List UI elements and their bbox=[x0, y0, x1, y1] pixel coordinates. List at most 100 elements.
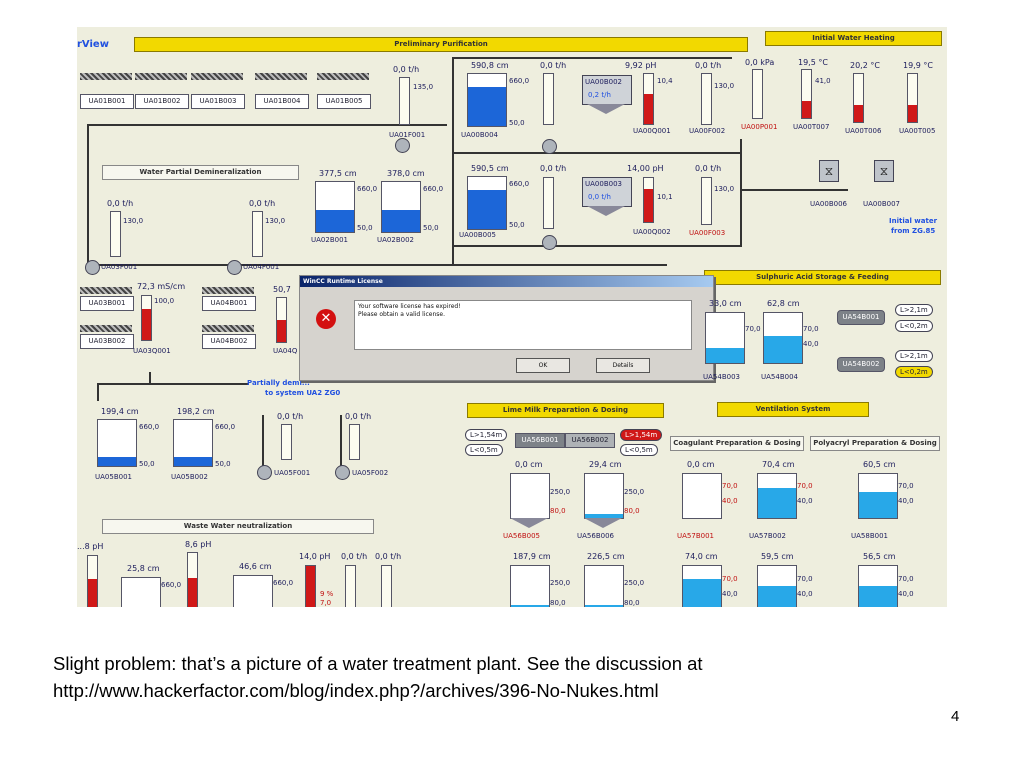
tank-ua54b004[interactable] bbox=[763, 312, 803, 364]
poly-row2-tank1[interactable] bbox=[858, 565, 898, 607]
pump-ua01f001[interactable] bbox=[395, 138, 410, 153]
tank-ua58b001[interactable] bbox=[858, 473, 898, 519]
lower-flow2-tag: UA05F002 bbox=[352, 469, 389, 477]
heat-exchanger-icon[interactable]: ⧖ bbox=[819, 160, 839, 182]
lower-flow1-value: 0,0 t/h bbox=[277, 412, 304, 421]
pipe bbox=[452, 152, 742, 154]
pump-b[interactable] bbox=[542, 235, 557, 250]
lower-tank2-hi: 660,0 bbox=[215, 423, 236, 431]
waste-tank2-value: 46,6 cm bbox=[239, 562, 272, 571]
pipe bbox=[740, 139, 742, 247]
unit-hatch bbox=[202, 325, 254, 332]
ph1-limit: 10,4 bbox=[657, 77, 673, 85]
coag-row2-tank1[interactable] bbox=[682, 565, 722, 607]
unit-ua01b002[interactable]: UA01B002 bbox=[135, 94, 189, 109]
coag-row2-tank2-hi: 70,0 bbox=[797, 575, 813, 583]
pump-a[interactable] bbox=[542, 139, 557, 154]
demin-flow1-gauge bbox=[110, 211, 121, 257]
pressure-value: 0,0 kPa bbox=[745, 58, 775, 67]
temp3-value: 19,9 °C bbox=[903, 61, 933, 70]
tank-ua54b003[interactable] bbox=[705, 312, 745, 364]
pump-ua03f001[interactable] bbox=[85, 260, 100, 275]
unit-ua01b003[interactable]: UA01B003 bbox=[191, 94, 245, 109]
tank-ua56b006[interactable] bbox=[584, 473, 624, 519]
coag-row2-tank1-value: 74,0 cm bbox=[685, 552, 718, 561]
waste-tank1[interactable] bbox=[121, 577, 161, 607]
cond2-value: 50,7 bbox=[273, 285, 291, 294]
unit-ua54b002[interactable]: UA54B002 bbox=[837, 357, 885, 372]
unit-ua01b005[interactable]: UA01B005 bbox=[317, 94, 371, 109]
initial-water-line1: Initial water bbox=[889, 217, 938, 225]
unit-ua03b001[interactable]: UA03B001 bbox=[80, 296, 134, 311]
waste-ph3-value: 14,0 pH bbox=[299, 552, 331, 561]
pump-ua05f002[interactable] bbox=[335, 465, 350, 480]
unit-ua01b001[interactable]: UA01B001 bbox=[80, 94, 134, 109]
unit-ua04b001[interactable]: UA04B001 bbox=[202, 296, 256, 311]
tank-ua00b005[interactable] bbox=[467, 176, 507, 230]
lower-flow2-gauge bbox=[349, 424, 360, 460]
unit-hatch bbox=[255, 73, 307, 80]
pipe bbox=[149, 372, 151, 385]
tank-ua57b002[interactable] bbox=[757, 473, 797, 519]
ok-button[interactable]: OK bbox=[516, 358, 570, 373]
pipe bbox=[87, 124, 89, 264]
tank-ua56b005[interactable] bbox=[510, 473, 550, 519]
heat-exchanger-icon[interactable]: ⧖ bbox=[874, 160, 894, 182]
unit-ua56b002[interactable]: UA56B002 bbox=[565, 433, 615, 448]
flow-d-gauge bbox=[701, 177, 712, 225]
unit-ua03b002[interactable]: UA03B002 bbox=[80, 334, 134, 349]
tank-ua57b001[interactable] bbox=[682, 473, 722, 519]
lime-row2-tank2[interactable] bbox=[584, 565, 624, 607]
caption-line1: Slight problem: that’s a picture of a wa… bbox=[53, 653, 703, 674]
filter-ua00b002[interactable]: UA00B002 0,2 t/h bbox=[582, 75, 632, 105]
ph2-value: 14,00 pH bbox=[627, 164, 664, 173]
pump-ua05f001[interactable] bbox=[257, 465, 272, 480]
banner-lime-milk: Lime Milk Preparation & Dosing bbox=[467, 403, 664, 418]
demin-flow2-value: 0,0 t/h bbox=[249, 199, 276, 208]
filter-ua00b003[interactable]: UA00B003 0,0 t/h bbox=[582, 177, 632, 207]
app-title: rView bbox=[77, 39, 109, 50]
license-dialog[interactable]: WinCC Runtime License ✕ Your software li… bbox=[299, 275, 714, 381]
lime-row2-tank1[interactable] bbox=[510, 565, 550, 607]
lower-flow2-value: 0,0 t/h bbox=[345, 412, 372, 421]
ph1-value: 9,92 pH bbox=[625, 61, 657, 70]
flow-a-gauge bbox=[543, 73, 554, 125]
unit-ua54b001[interactable]: UA54B001 bbox=[837, 310, 885, 325]
conductivity-limit: 100,0 bbox=[154, 297, 175, 305]
coag-tank1-hi: 70,0 bbox=[722, 482, 738, 490]
unit-ua04b002[interactable]: UA04B002 bbox=[202, 334, 256, 349]
tank2-tag: UA00B005 bbox=[459, 231, 496, 239]
waste-ph1-gauge bbox=[87, 555, 98, 607]
unit-ua01b004[interactable]: UA01B004 bbox=[255, 94, 309, 109]
tank-ua02b002[interactable] bbox=[381, 181, 421, 233]
lower-tank2-lo: 50,0 bbox=[215, 460, 231, 468]
poly-tank1-value: 60,5 cm bbox=[863, 460, 896, 469]
caption-url[interactable]: http://www.hackerfactor.com/blog/index.p… bbox=[53, 680, 659, 701]
waste-tank1-value: 25,8 cm bbox=[127, 564, 160, 573]
ph2-gauge bbox=[643, 177, 654, 223]
tank-ua02b001[interactable] bbox=[315, 181, 355, 233]
temp3-tag: UA00T005 bbox=[899, 127, 936, 135]
unit-hatch bbox=[202, 287, 254, 294]
alarm-level-high: L>2,1m bbox=[895, 304, 933, 316]
pump-ua04f001-tag: UA04F001 bbox=[243, 263, 280, 271]
coag-row2-tank2[interactable] bbox=[757, 565, 797, 607]
temp1-tag: UA00T007 bbox=[793, 123, 830, 131]
pressure-tag: UA00P001 bbox=[741, 123, 778, 131]
waste-ph2-value: 8,6 pH bbox=[185, 540, 212, 549]
banner-initial-water-heating: Initial Water Heating bbox=[765, 31, 942, 46]
tank-ua05b002[interactable] bbox=[173, 419, 213, 467]
tank-ua00b004[interactable] bbox=[467, 73, 507, 127]
tank1-lo: 50,0 bbox=[509, 119, 525, 127]
lower-tank1-value: 199,4 cm bbox=[101, 407, 139, 416]
pump-ua04f001[interactable] bbox=[227, 260, 242, 275]
tank-ua05b001[interactable] bbox=[97, 419, 137, 467]
license-message-line2: Please obtain a valid license. bbox=[358, 311, 445, 318]
waste-tank2[interactable] bbox=[233, 575, 273, 607]
coag-tank2-hi: 70,0 bbox=[797, 482, 813, 490]
poly-tank1-lo: 40,0 bbox=[898, 497, 914, 505]
unit-ua56b001[interactable]: UA56B001 bbox=[515, 433, 565, 448]
waste-tank1-hi: 660,0 bbox=[161, 581, 182, 589]
details-button[interactable]: Details bbox=[596, 358, 650, 373]
temp2-tag: UA00T006 bbox=[845, 127, 882, 135]
